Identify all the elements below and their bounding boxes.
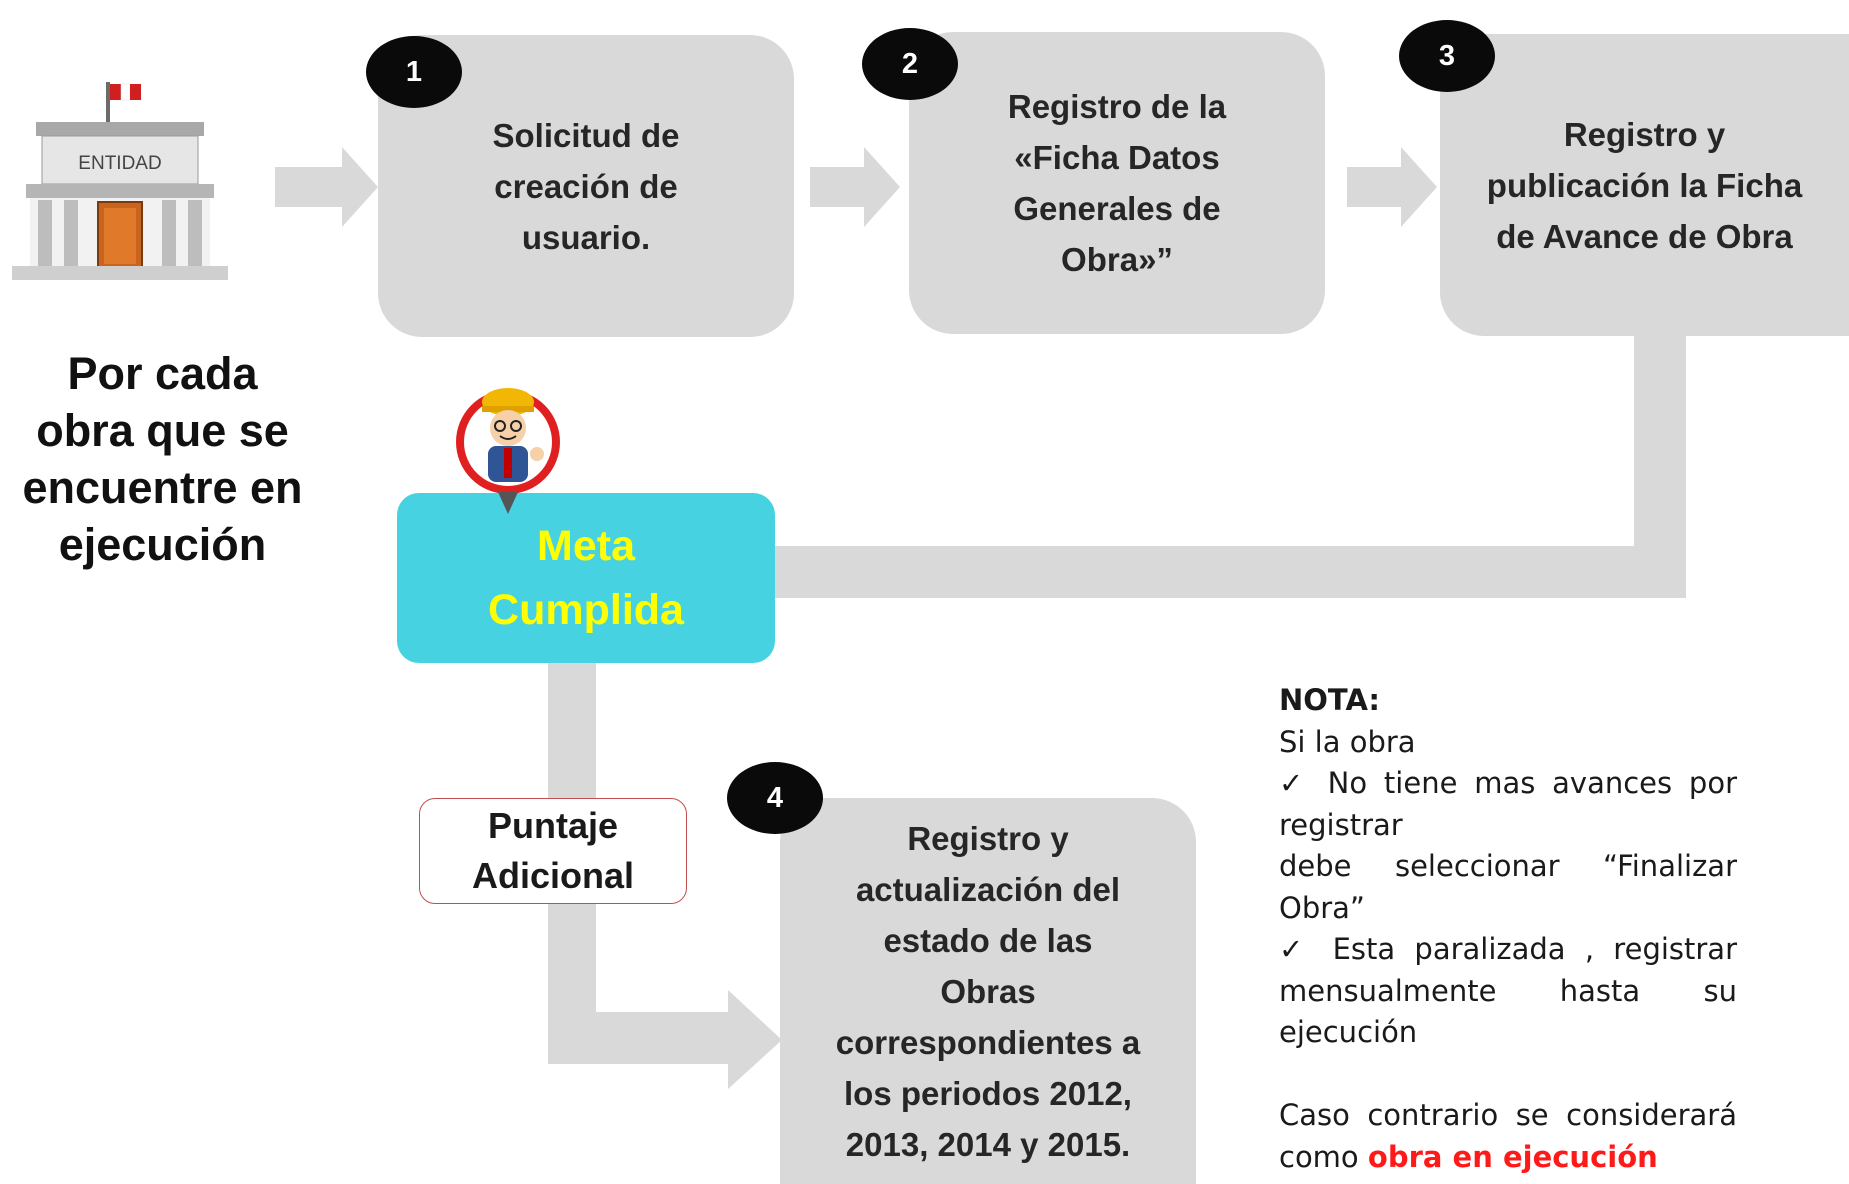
arrow-to-step4 xyxy=(548,990,782,1089)
step-2-badge: 2 xyxy=(862,28,958,100)
step-2-text: Registro de la «Ficha Datos Generales de… xyxy=(1007,88,1227,278)
nota-block: NOTA: Si la obra ✓ No tiene mas avances … xyxy=(1279,680,1737,1178)
step-3-box: Registro y publicación la Ficha de Avanc… xyxy=(1440,34,1849,336)
step-2-box: Registro de la «Ficha Datos Generales de… xyxy=(909,32,1325,334)
arrow-entity-to-step1 xyxy=(275,147,378,227)
nota-closing-line2: como obra en ejecución xyxy=(1279,1137,1737,1179)
arrow-step1-to-step2 xyxy=(810,147,900,227)
puntaje-adicional-box: Puntaje Adicional xyxy=(419,798,687,904)
step-1-badge: 1 xyxy=(366,36,462,108)
nota-check1-line3: debe seleccionar “Finalizar xyxy=(1279,849,1737,883)
entity-icon-label: ENTIDAD xyxy=(78,153,161,174)
meta-cumplida-box: Meta Cumplida xyxy=(397,493,775,663)
nota-spacer xyxy=(1279,1054,1737,1096)
nota-closing-highlight: obra en ejecución xyxy=(1367,1139,1658,1174)
nota-closing-prefix: como xyxy=(1279,1139,1368,1174)
arrow-step2-to-step3 xyxy=(1347,147,1437,227)
step-3-badge: 3 xyxy=(1399,20,1495,92)
connector-to-meta xyxy=(760,546,1686,598)
nota-check2-line1: ✓ Esta paralizada , registrar xyxy=(1279,932,1737,966)
worker-mascot-icon xyxy=(456,388,560,514)
step-4-badge: 4 xyxy=(727,762,823,834)
step-4-text: Registro y actualización del estado de l… xyxy=(835,819,1141,1163)
nota-check1-line4: Obra” xyxy=(1279,890,1365,925)
left-caption: Por cada obra que se encuentre en ejecuc… xyxy=(22,348,303,570)
nota-check1-line1: ✓ No tiene mas avances por xyxy=(1279,766,1737,800)
nota-title: NOTA: xyxy=(1279,683,1381,717)
nota-intro: Si la obra xyxy=(1279,724,1416,759)
nota-check1-line2: registrar xyxy=(1279,807,1403,842)
nota-check2-line2: mensualmente hasta su xyxy=(1279,973,1737,1008)
entity-building-icon: ENTIDAD xyxy=(12,82,228,280)
step-3-text: Registro y publicación la Ficha de Avanc… xyxy=(1486,115,1803,255)
step-4-box: Registro y actualización del estado de l… xyxy=(780,798,1196,1184)
step-1-text: Solicitud de creación de usuario. xyxy=(492,116,680,256)
nota-check2-line3: ejecución xyxy=(1279,1015,1418,1049)
nota-closing-line1: Caso contrario se considerará xyxy=(1279,1098,1737,1132)
